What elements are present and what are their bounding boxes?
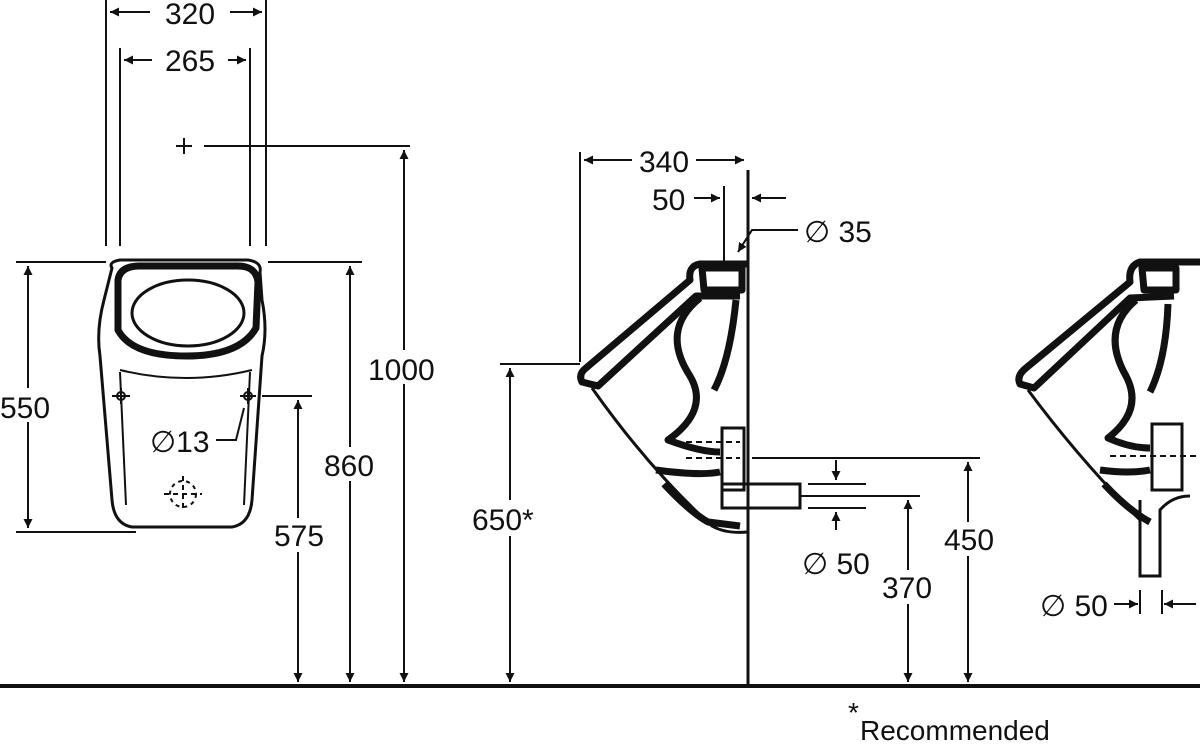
outlet-diameter-label: ∅ 50 — [802, 548, 870, 581]
height-1000-label: 1000 — [368, 354, 435, 387]
rim-height-label: 650* — [472, 504, 534, 537]
outlet-crosshair — [164, 476, 202, 512]
width-265-label: 265 — [165, 45, 215, 78]
footnote: * Recommended — [848, 697, 1050, 744]
front-view: 320 265 ∅13 — [0, 0, 442, 682]
front-bowl-opening — [130, 278, 246, 348]
height-550-label: 550 — [0, 392, 50, 425]
height-575-label: 575 — [274, 520, 324, 553]
footnote-asterisk: * — [848, 697, 859, 728]
side-urinal-body — [577, 260, 802, 534]
hole-diameter-label: ∅13 — [150, 426, 210, 459]
outlet-center-label: 370 — [882, 572, 932, 605]
footnote-text: Recommended — [860, 715, 1050, 744]
front-urinal-body — [97, 258, 267, 529]
side-view: 340 50 ∅ 35 650* — [470, 146, 1002, 686]
alt-side-view: ∅ 50 — [1015, 258, 1200, 623]
alt-outlet-diameter-label: ∅ 50 — [1040, 590, 1108, 623]
inlet-diameter-label: ∅ 35 — [804, 216, 872, 249]
height-860-label: 860 — [324, 450, 374, 483]
outlet-height-label: 450 — [944, 524, 994, 557]
width-320-label: 320 — [165, 0, 215, 31]
front-rim — [114, 262, 262, 360]
depth-340-label: 340 — [639, 146, 689, 179]
inlet-offset-label: 50 — [652, 184, 685, 217]
